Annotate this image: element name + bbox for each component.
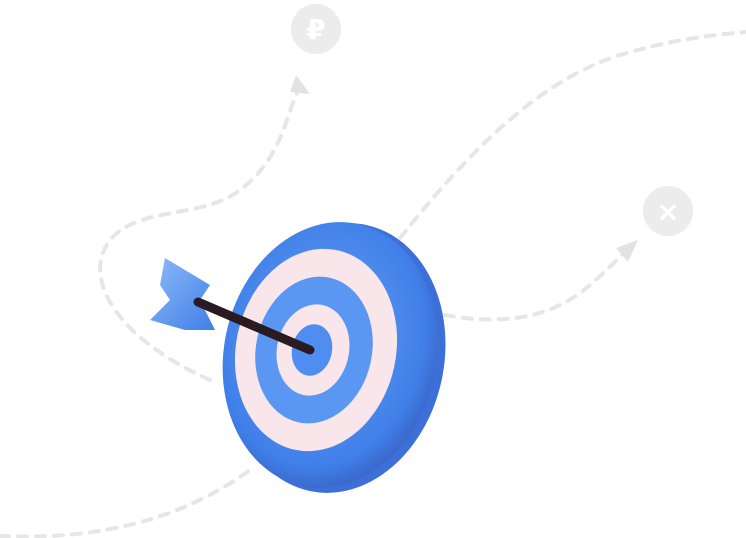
close-icon: ×	[643, 186, 693, 236]
dart-fletching	[150, 258, 215, 330]
target	[222, 222, 446, 493]
dashed-path-right	[398, 30, 746, 240]
path-arrowhead-up	[290, 75, 310, 94]
dashed-path-mid-right	[443, 250, 627, 322]
ruble-icon: ₽	[291, 4, 341, 54]
dart	[150, 258, 315, 355]
dashed-path-upper-left	[98, 88, 300, 382]
dashed-path-lower	[0, 468, 252, 538]
path-arrowhead-right	[616, 240, 638, 262]
dashed-paths	[0, 30, 746, 538]
dart-shaft	[193, 297, 315, 355]
